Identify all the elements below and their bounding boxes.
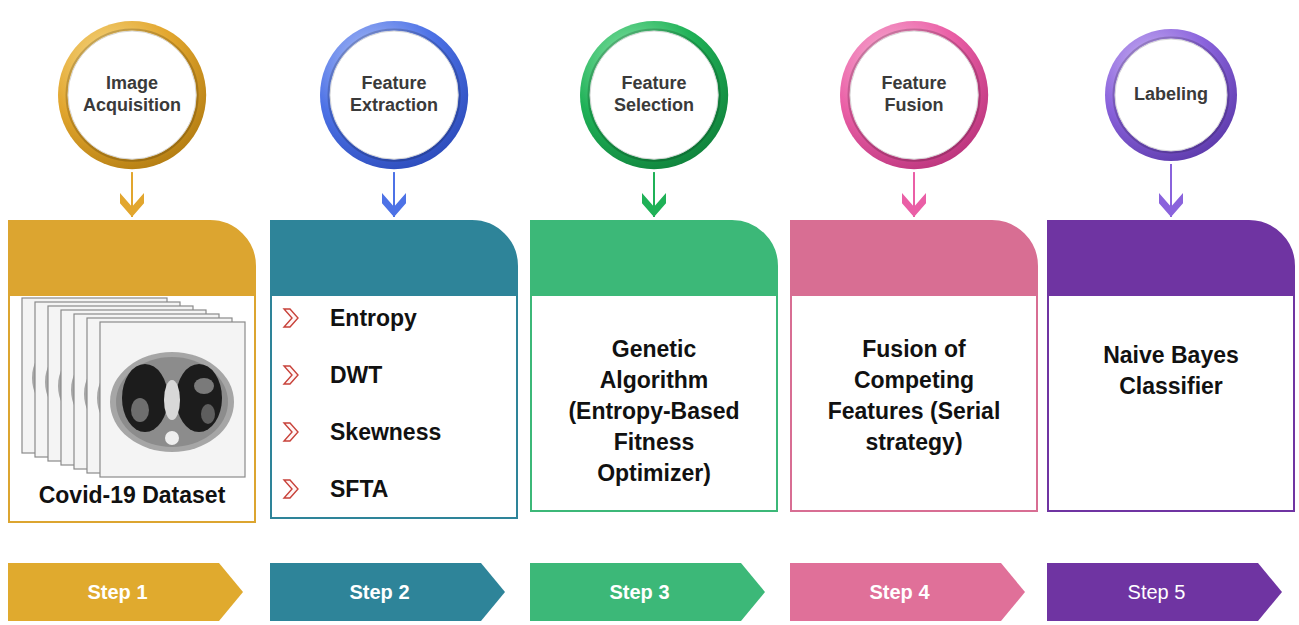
bullet-chevron xyxy=(282,364,302,386)
box-text: Covid-19 Dataset xyxy=(39,480,226,511)
ring-shadow xyxy=(1114,38,1229,153)
circle-label-wrap: Image Acquisition xyxy=(57,20,207,170)
box-text: Fusion of Competing Features (Serial str… xyxy=(814,334,1014,458)
ring-shadow xyxy=(588,29,719,160)
process-box: Genetic Algorithm (Entropy-Based Fitness… xyxy=(530,220,778,512)
list-row: Skewness xyxy=(272,414,516,450)
process-box: EntropyDWT SkewnessSFTA xyxy=(270,220,518,519)
ring-outer xyxy=(1105,29,1237,161)
feature-item: Skewness xyxy=(330,419,441,446)
feature-item: DWT xyxy=(330,362,382,389)
step-label-wrap: Step 3 xyxy=(530,563,749,621)
stage-title: Labeling xyxy=(1134,84,1208,106)
step-label-wrap: Step 4 xyxy=(790,563,1009,621)
process-box: Covid-19 Dataset xyxy=(8,220,256,523)
feature-list: EntropyDWT SkewnessSFTA xyxy=(272,222,516,507)
step-arrow: Step 1 xyxy=(8,563,243,621)
feature-item: Entropy xyxy=(330,305,417,332)
step-chevron xyxy=(8,563,243,621)
flow-connector xyxy=(653,172,655,217)
stage-title: Feature Selection xyxy=(599,73,709,116)
step-arrow: Step 3 xyxy=(530,563,765,621)
ring-outer xyxy=(840,21,988,169)
process-box: Naive Bayes Classifier xyxy=(1047,220,1295,512)
step-label-wrap: Step 5 xyxy=(1047,563,1266,621)
ring-inner xyxy=(850,31,978,159)
step-chevron xyxy=(530,563,765,621)
step-label: Step 4 xyxy=(869,581,929,604)
step-arrow: Step 4 xyxy=(790,563,1025,621)
ring-shadow xyxy=(328,29,459,160)
step-arrow: Step 2 xyxy=(270,563,505,621)
bullet-chevron xyxy=(282,478,302,500)
step-label: Step 3 xyxy=(609,581,669,604)
stage-title: Feature Extraction xyxy=(339,73,449,116)
box-text: Genetic Algorithm (Entropy-Based Fitness… xyxy=(562,334,747,489)
list-row: Entropy xyxy=(272,300,516,336)
box-body: Genetic Algorithm (Entropy-Based Fitness… xyxy=(532,222,776,489)
ring-inner xyxy=(330,31,458,159)
process-box: Fusion of Competing Features (Serial str… xyxy=(790,220,1038,512)
step-label: Step 2 xyxy=(349,581,409,604)
flow-connector xyxy=(131,172,133,217)
circle-label-wrap: Feature Fusion xyxy=(839,20,989,170)
flow-connector xyxy=(1170,164,1172,217)
circle-label-wrap: Feature Selection xyxy=(579,20,729,170)
stage-circle: Feature Fusion xyxy=(839,20,989,170)
step-label: Step 5 xyxy=(1128,581,1186,604)
bullet-shape xyxy=(284,309,298,327)
step-chevron xyxy=(270,563,505,621)
flow-connector xyxy=(393,172,395,217)
box-body: Naive Bayes Classifier xyxy=(1049,222,1293,402)
ring-outer xyxy=(580,21,728,169)
stage-title: Image Acquisition xyxy=(77,73,187,116)
stage-circle: Feature Extraction xyxy=(319,20,469,170)
box-body: Covid-19 Dataset xyxy=(10,222,254,511)
flow-connector xyxy=(913,172,915,217)
ring-inner xyxy=(590,31,718,159)
stage-circle: Feature Selection xyxy=(579,20,729,170)
box-text: Naive Bayes Classifier xyxy=(1071,340,1271,402)
step-label: Step 1 xyxy=(87,581,147,604)
bullet-shape xyxy=(284,366,298,384)
step-label-wrap: Step 2 xyxy=(270,563,489,621)
list-row: DWT xyxy=(272,357,516,393)
ring-shadow xyxy=(848,29,979,160)
stage-title: Feature Fusion xyxy=(859,73,969,116)
stage-circle: Image Acquisition xyxy=(57,20,207,170)
ring-inner xyxy=(1115,39,1227,151)
ring-inner xyxy=(68,31,196,159)
feature-item: SFTA xyxy=(330,476,388,503)
step-label-wrap: Step 1 xyxy=(8,563,227,621)
list-row: SFTA xyxy=(272,471,516,507)
bullet-shape xyxy=(284,423,298,441)
ring-shadow xyxy=(66,29,197,160)
step-chevron xyxy=(790,563,1025,621)
step-chevron xyxy=(1047,563,1282,621)
bullet-chevron xyxy=(282,421,302,443)
ring-outer xyxy=(320,21,468,169)
ring-outer xyxy=(58,21,206,169)
bullet-chevron xyxy=(282,307,302,329)
stage-circle: Labeling xyxy=(1104,28,1238,162)
step-arrow: Step 5 xyxy=(1047,563,1282,621)
box-body: Fusion of Competing Features (Serial str… xyxy=(792,222,1036,458)
bullet-shape xyxy=(284,480,298,498)
circle-label-wrap: Feature Extraction xyxy=(319,20,469,170)
circle-label-wrap: Labeling xyxy=(1104,28,1238,162)
